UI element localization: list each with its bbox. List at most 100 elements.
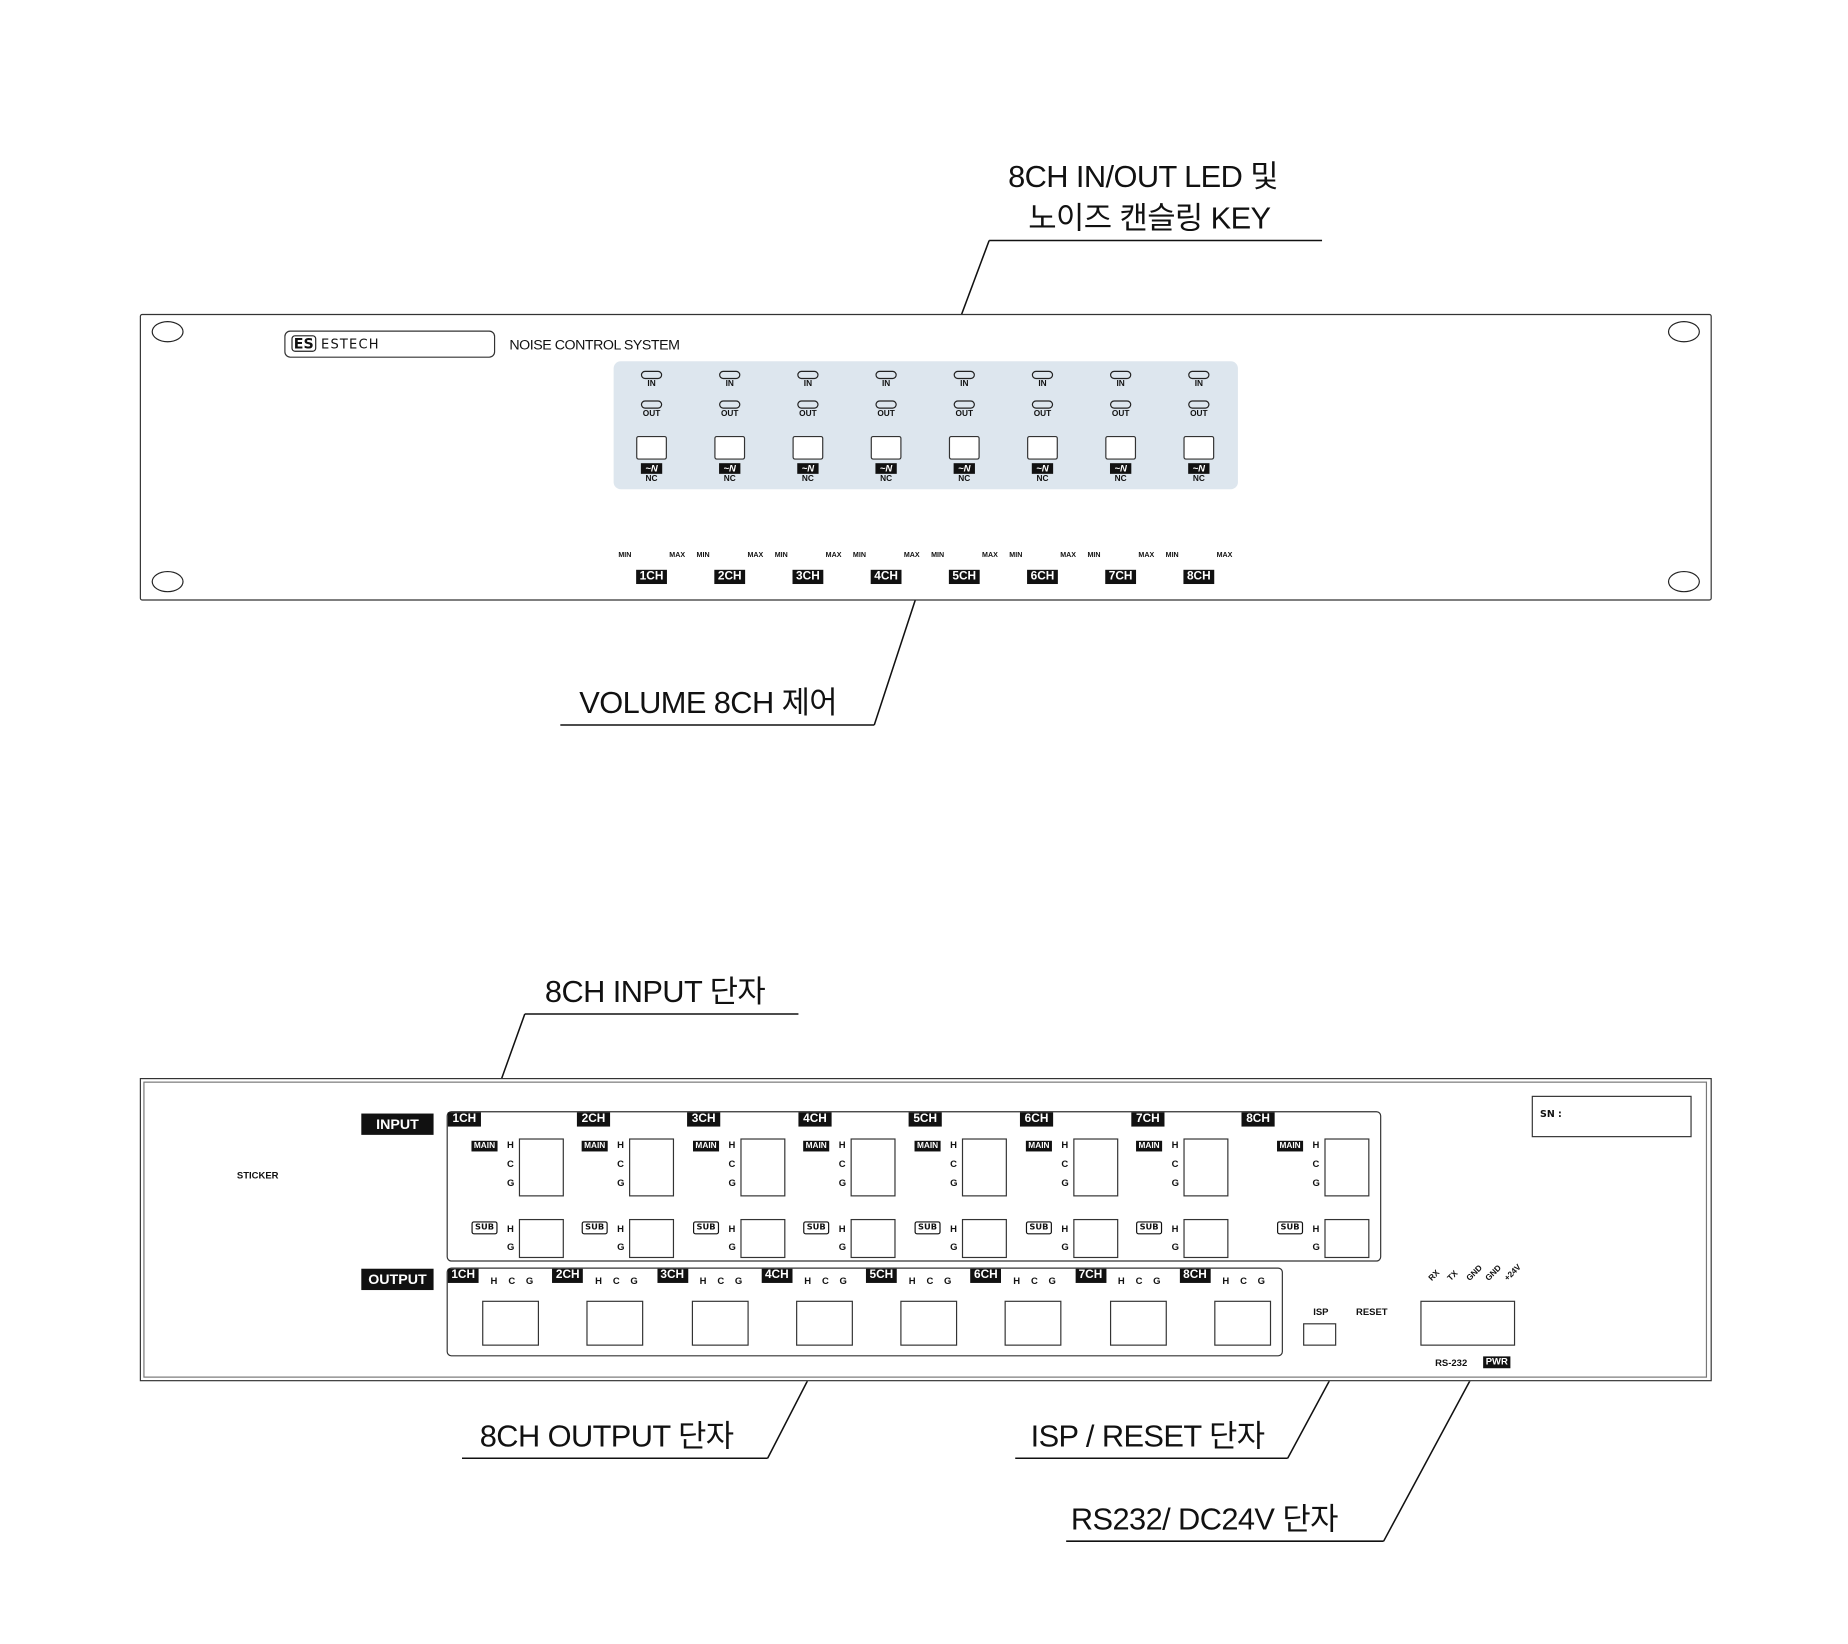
noise-cancel-key[interactable] (636, 435, 667, 460)
pin-label: G (1153, 1275, 1161, 1287)
input-channel-label: 5CH (908, 1112, 942, 1127)
pin-label: H (1171, 1223, 1179, 1235)
out-led-label: OUT (1033, 409, 1052, 419)
noise-cancel-key[interactable] (870, 435, 902, 460)
pin-label: H (1312, 1223, 1320, 1235)
out-led-icon (875, 400, 897, 409)
channel-label: 2CH (714, 569, 746, 585)
knob-min-label: MIN (774, 552, 788, 560)
pin-label: G (1048, 1275, 1056, 1287)
out-led-icon (640, 400, 663, 409)
output-connector (691, 1300, 749, 1346)
output-connector (900, 1300, 958, 1346)
input-label: INPUT (361, 1113, 434, 1135)
pin-label: H (1222, 1275, 1230, 1287)
channel-label: 1CH (636, 569, 667, 585)
rack-ear-hole (1667, 321, 1700, 343)
sub-label: SUB (581, 1221, 608, 1235)
sub-label: SUB (1025, 1221, 1052, 1235)
logo-mark: ES (291, 335, 317, 352)
pin-label: H (617, 1139, 625, 1151)
knob-min-label: MIN (618, 552, 632, 560)
out-led-label: OUT (877, 409, 895, 419)
output-connector (586, 1300, 644, 1346)
pin-label: G (838, 1241, 847, 1253)
out-led-label: OUT (1190, 409, 1208, 419)
input-channel-label: 7CH (1131, 1112, 1165, 1127)
output-label: OUTPUT (361, 1268, 434, 1291)
noise-cancel-key[interactable] (948, 435, 980, 460)
knob-max-label: MAX (1060, 552, 1077, 560)
knob-max-label: MAX (747, 552, 764, 560)
output-connector (1109, 1300, 1167, 1346)
noise-cancel-key[interactable] (1027, 435, 1058, 460)
out-led-icon (1031, 400, 1054, 409)
output-channel-label: 8CH (1179, 1268, 1211, 1283)
logo-plate: ES ESTECH (284, 330, 496, 358)
sub-label: SUB (1136, 1221, 1163, 1235)
isp-button[interactable] (1303, 1323, 1337, 1346)
in-led-icon (1031, 370, 1054, 380)
noise-cancel-key[interactable] (1105, 435, 1137, 460)
callout-rs232-dc24v: RS232/ DC24V 단자 (1070, 1500, 1339, 1537)
knob-min-label: MIN (852, 552, 866, 560)
knob-max-label: MAX (1216, 552, 1233, 560)
noise-cancel-key[interactable] (714, 435, 746, 460)
out-led-label: OUT (1111, 409, 1130, 419)
input-channel-label: 3CH (687, 1112, 721, 1127)
input-channel-label: 2CH (576, 1112, 611, 1127)
sub-input-connector (1183, 1218, 1229, 1259)
input-channel-label: 4CH (798, 1112, 832, 1127)
noise-cancel-label: NC (801, 475, 814, 484)
pin-label: G (728, 1177, 736, 1189)
in-led-label: IN (647, 380, 656, 389)
noise-cancel-label: NC (958, 475, 971, 484)
noise-cancel-key[interactable] (792, 435, 824, 460)
pin-label: G (728, 1241, 736, 1253)
in-led-icon (953, 370, 975, 380)
front-title: NOISE CONTROL SYSTEM (509, 336, 680, 354)
pin-label: C (507, 1158, 514, 1170)
pin-label: C (1061, 1158, 1069, 1170)
in-led-icon (1188, 370, 1210, 380)
pin-label: G (1257, 1275, 1266, 1287)
noise-cancel-key[interactable] (1183, 435, 1215, 460)
pin-label: G (1312, 1177, 1320, 1189)
noise-cancel-icon: ~N (797, 463, 819, 474)
knob-min-label: MIN (931, 552, 945, 560)
sub-label: SUB (803, 1221, 830, 1235)
channel-label: 5CH (948, 569, 980, 585)
noise-cancel-label: NC (645, 475, 658, 484)
pin-label: H (804, 1275, 812, 1287)
pin-label: G (944, 1275, 952, 1287)
noise-cancel-icon: ~N (875, 463, 897, 474)
sub-label: SUB (1277, 1221, 1304, 1235)
pin-label: G (1312, 1241, 1320, 1253)
pin-label: H (507, 1139, 514, 1151)
in-led-label: IN (1194, 380, 1203, 389)
output-channel-label: 3CH (656, 1268, 688, 1283)
pin-label: H (507, 1223, 514, 1235)
pin-label: H (617, 1223, 625, 1235)
output-channel-label: 5CH (865, 1268, 897, 1283)
out-led-icon (1109, 400, 1132, 409)
pin-label: C (926, 1275, 934, 1287)
pin-label: G (1061, 1241, 1069, 1253)
out-led-icon (1188, 400, 1210, 409)
noise-cancel-icon: ~N (1031, 463, 1054, 474)
in-led-icon (1109, 370, 1132, 380)
pin-label: G (734, 1275, 743, 1287)
knob-max-label: MAX (903, 552, 920, 560)
in-led-icon (797, 370, 819, 380)
rear-panel-inner-border (143, 1081, 1708, 1378)
main-label: MAIN (471, 1140, 498, 1152)
output-connector (1004, 1300, 1062, 1346)
output-channel-label: 2CH (552, 1268, 584, 1283)
channel-label: 7CH (1105, 569, 1137, 585)
callout-input: 8CH INPUT 단자 (544, 973, 766, 1010)
out-led-label: OUT (799, 409, 817, 419)
main-input-connector (1073, 1138, 1119, 1197)
sub-input-connector (629, 1218, 675, 1259)
